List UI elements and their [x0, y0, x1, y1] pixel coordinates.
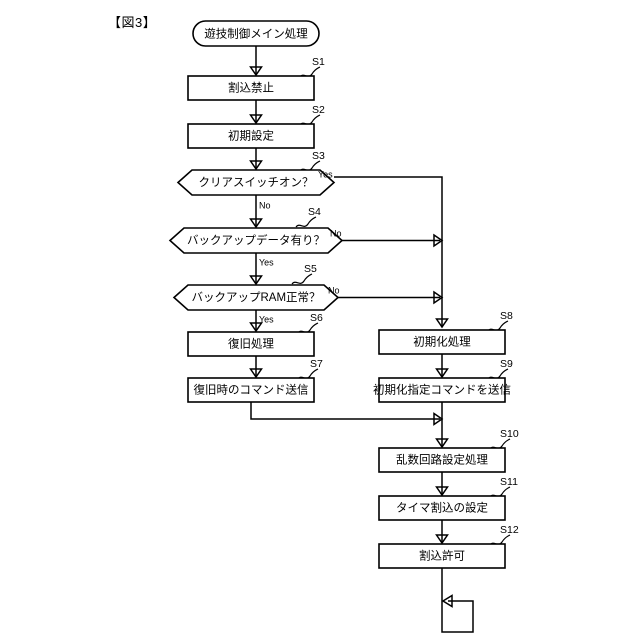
step-id-s2: S2: [312, 104, 325, 116]
branch-label-s4-no: No: [330, 228, 342, 238]
arrowhead-s5-no: [433, 290, 444, 305]
node-s7[interactable]: 復旧時のコマンド送信: [187, 377, 315, 403]
connector-s3-yes-to-s8: [334, 176, 443, 326]
arrowhead-s4: [249, 218, 263, 229]
step-id-s5: S5: [304, 263, 317, 275]
node-s9[interactable]: 初期化指定コマンドを送信: [373, 377, 511, 403]
s6-process-shape: [187, 331, 315, 357]
figure-label: 【図3】: [108, 15, 157, 30]
arrowhead-s7-merge: [433, 412, 444, 426]
arrowhead-s3: [249, 160, 263, 171]
branch-label-s3-yes: Yes: [318, 169, 333, 179]
branch-label-s3-no: No: [259, 200, 271, 210]
s1-label: 割込禁止: [228, 81, 274, 95]
connector-s7-to-trunk: [250, 402, 440, 420]
s6-label: 復旧処理: [228, 337, 274, 351]
leader-s4: [295, 216, 317, 228]
s10-label: 乱数回路設定処理: [396, 453, 488, 467]
arrowhead-s4-no: [433, 233, 444, 248]
s2-label: 初期設定: [228, 129, 274, 143]
node-s6[interactable]: 復旧処理: [187, 331, 315, 357]
arrowhead-s12: [435, 534, 449, 545]
connector-infinite-loop: [441, 568, 474, 633]
step-id-s12: S12: [500, 524, 519, 536]
arrowhead-s5: [249, 275, 263, 286]
s11-process-shape: [378, 495, 506, 521]
s7-process-shape: [187, 377, 315, 403]
node-s1[interactable]: 割込禁止: [187, 75, 315, 101]
s3-label: クリアスイッチオン？: [199, 176, 314, 189]
step-id-s9: S9: [500, 358, 513, 370]
s7-label: 復旧時のコマンド送信: [194, 383, 309, 397]
node-s11[interactable]: タイマ割込の設定: [378, 495, 506, 521]
arrowhead-s6: [249, 322, 263, 333]
branch-label-s5-no: No: [328, 285, 340, 295]
step-id-s4: S4: [308, 206, 321, 218]
node-start[interactable]: 遊技制御メイン処理: [192, 20, 320, 47]
step-id-s1: S1: [312, 56, 325, 68]
step-id-s8: S8: [500, 310, 513, 322]
arrowhead-s9: [435, 368, 449, 379]
branch-label-s4-yes: Yes: [259, 257, 274, 267]
arrowhead-s1: [249, 66, 263, 77]
step-id-s10: S10: [500, 428, 519, 440]
s3-decision-shape: [176, 169, 336, 196]
s4-label: バックアップデータ有り？: [187, 233, 325, 247]
arrowhead-s8: [435, 318, 449, 329]
arrowhead-s11: [435, 486, 449, 497]
arrowhead-infinite-loop: [441, 594, 453, 608]
s2-process-shape: [187, 123, 315, 149]
s1-process-shape: [187, 75, 315, 101]
arrowhead-s7: [249, 368, 263, 379]
step-id-s3: S3: [312, 150, 325, 162]
node-s3[interactable]: クリアスイッチオン？: [176, 169, 336, 196]
step-id-s7: S7: [310, 358, 323, 370]
s8-label: 初期化処理: [413, 335, 471, 349]
step-id-s6: S6: [310, 312, 323, 324]
s10-process-shape: [378, 447, 506, 473]
s12-label: 割込許可: [419, 549, 465, 563]
s11-label: タイマ割込の設定: [396, 501, 488, 515]
node-s8[interactable]: 初期化処理: [378, 329, 506, 355]
branch-label-s5-yes: Yes: [259, 314, 274, 324]
node-s10[interactable]: 乱数回路設定処理: [378, 447, 506, 473]
start-label: 遊技制御メイン処理: [204, 27, 308, 41]
s9-label: 初期化指定コマンドを送信: [373, 383, 511, 397]
s5-label: バックアップRAM正常？: [191, 291, 320, 304]
node-s2[interactable]: 初期設定: [187, 123, 315, 149]
leader-s5: [291, 273, 313, 285]
node-s4[interactable]: バックアップデータ有り？: [168, 227, 344, 254]
s8-process-shape: [378, 329, 506, 355]
step-id-s11: S11: [500, 476, 518, 488]
node-s5[interactable]: バックアップRAM正常？: [172, 284, 340, 311]
node-s12[interactable]: 割込許可: [378, 543, 506, 569]
arrowhead-s2: [249, 114, 263, 125]
arrowhead-s10: [435, 438, 449, 449]
s9-process-shape: [378, 377, 506, 403]
